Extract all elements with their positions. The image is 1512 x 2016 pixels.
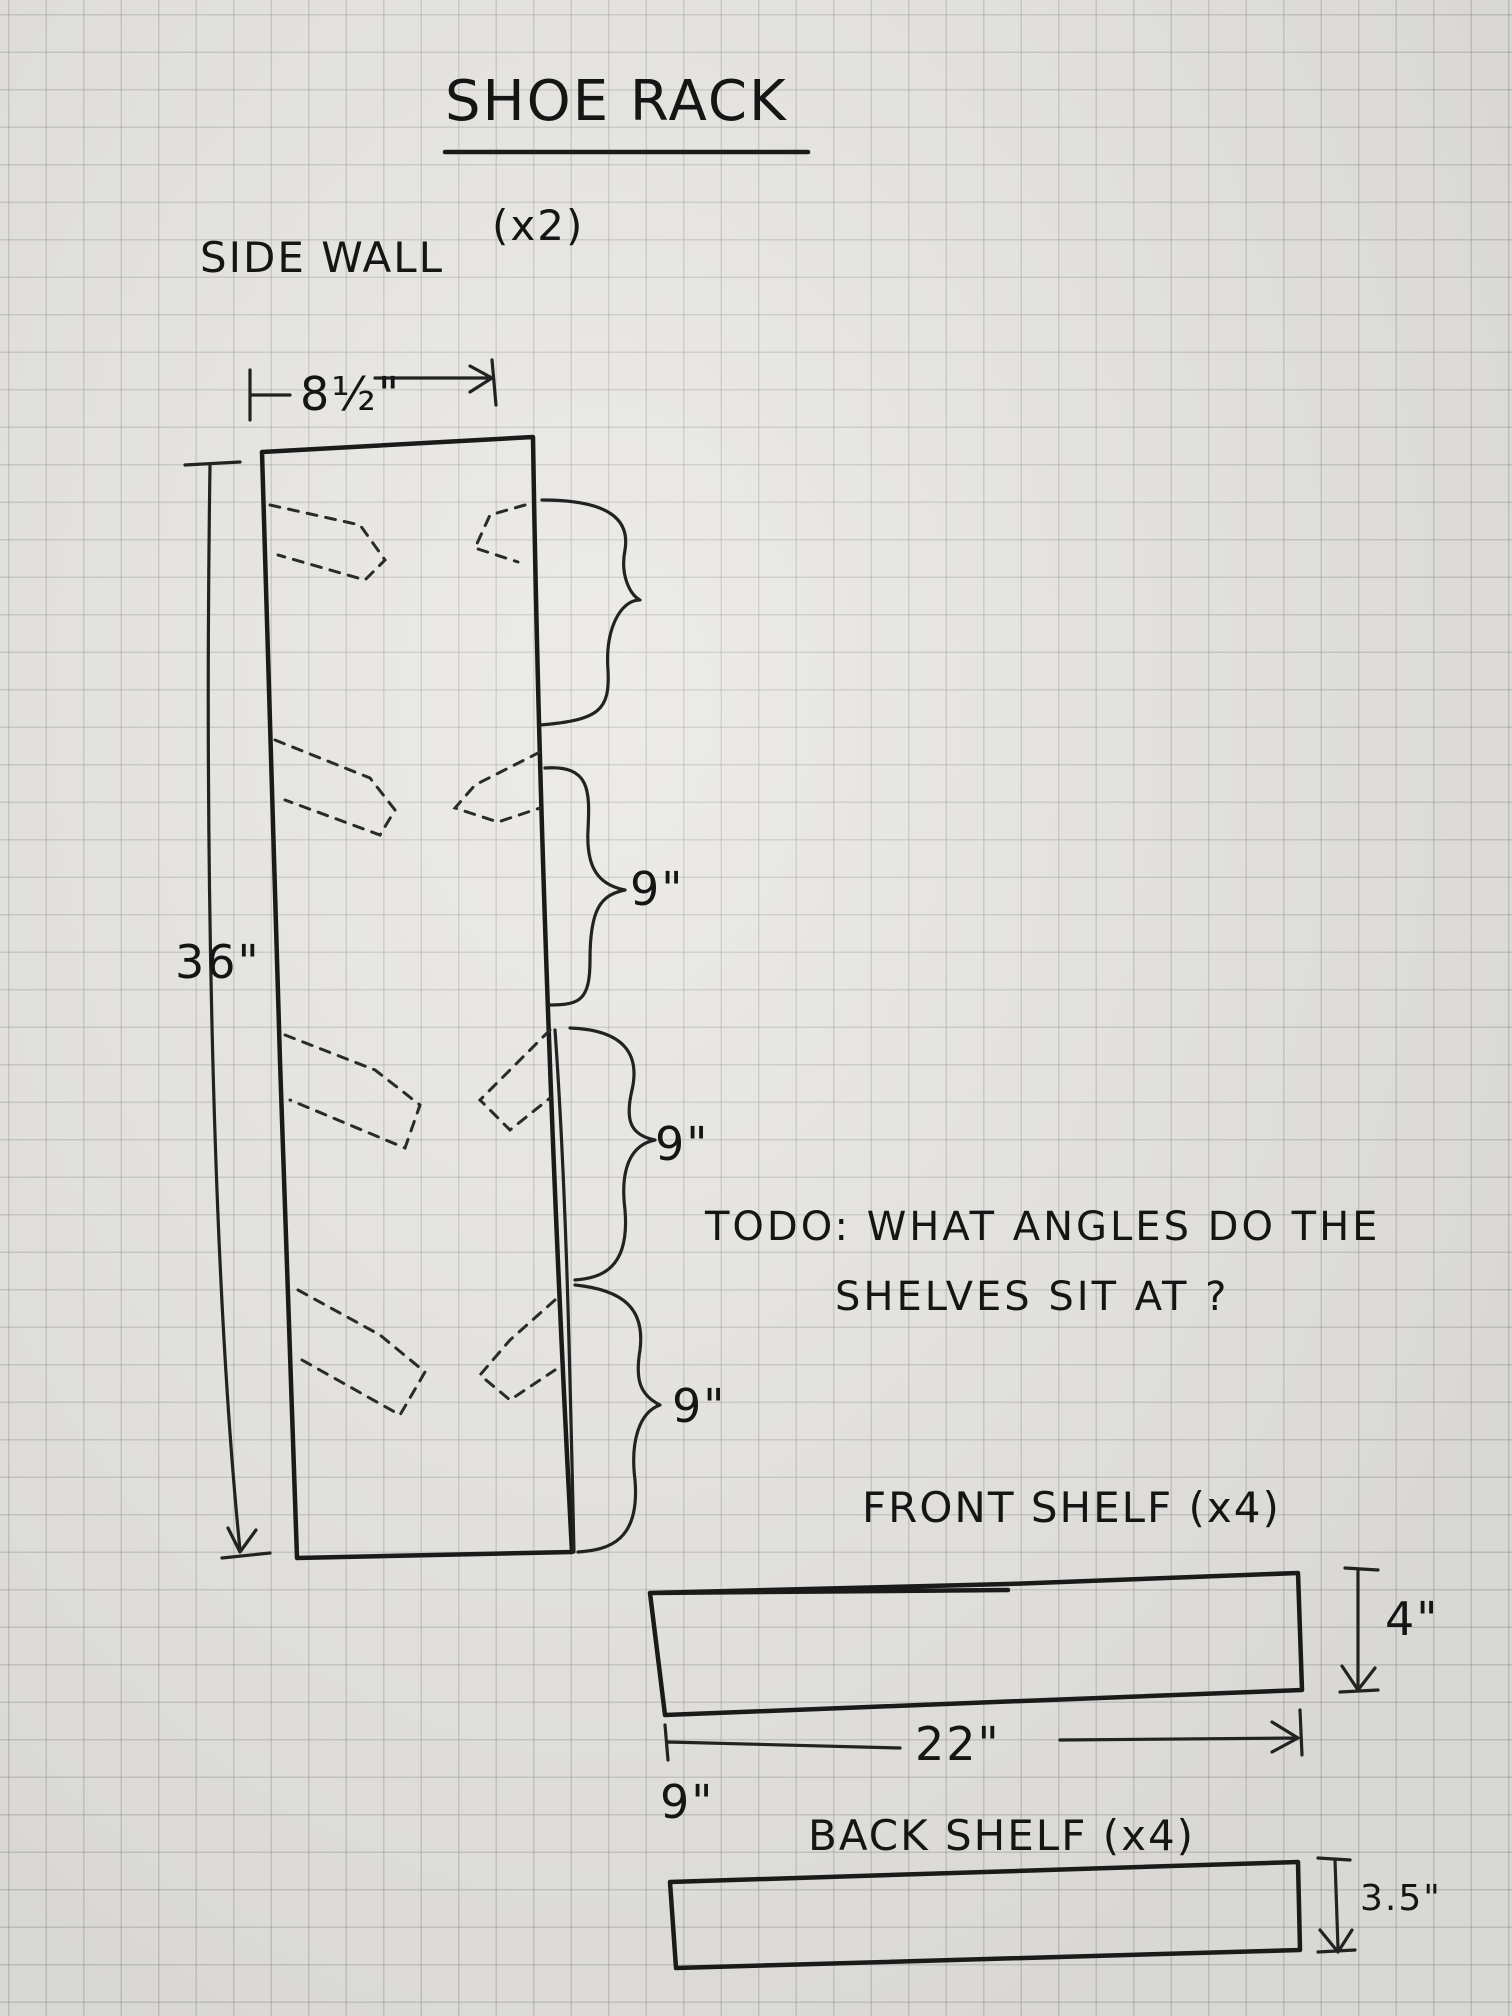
front-shelf-label: FRONT SHELF (x4) xyxy=(862,1483,1281,1532)
shelf-cut-4 xyxy=(296,1288,557,1418)
spacing-brace-3 xyxy=(568,1026,657,1282)
spacing-brace-1 xyxy=(538,498,642,727)
side-wall-height: 36" xyxy=(175,935,261,989)
front-shelf-height-dim xyxy=(1338,1566,1380,1694)
height-dim-line xyxy=(183,460,272,1560)
shelf-cut-2 xyxy=(273,738,542,837)
side-wall-width: 8½" xyxy=(300,367,401,421)
spacing-brace-4 xyxy=(573,1283,662,1554)
sketch-title: SHOE RACK xyxy=(445,69,788,134)
back-shelf-board xyxy=(667,1859,1303,1971)
back-shelf-height: 3.5" xyxy=(1360,1878,1442,1919)
front-shelf-length: 22" xyxy=(915,1717,1001,1771)
side-wall-label: SIDE WALL xyxy=(200,233,444,282)
spacing-3: 9" xyxy=(672,1379,726,1433)
side-wall-qty: (x2) xyxy=(492,201,584,250)
side-wall-panel xyxy=(259,434,575,1561)
back-shelf-height-dim xyxy=(1316,1856,1357,1954)
shelf-cut-1 xyxy=(268,503,527,582)
side-wall-edge xyxy=(553,1028,576,1554)
todo-note-line1: TODO: WHAT ANGLES DO THE xyxy=(704,1204,1380,1250)
width-dim-left xyxy=(248,368,292,422)
width-dim-right xyxy=(373,358,498,407)
back-shelf-label: BACK SHELF (x4) xyxy=(808,1811,1195,1860)
spacing-2: 9" xyxy=(655,1117,709,1171)
front-shelf-board xyxy=(647,1570,1305,1718)
front-shelf-extra: 9" xyxy=(660,1775,714,1829)
shelf-cut-3 xyxy=(283,1028,552,1150)
front-shelf-length-dim xyxy=(663,1708,1304,1762)
spacing-1: 9" xyxy=(630,862,684,916)
spacing-brace-2 xyxy=(543,766,627,1007)
front-shelf-height: 4" xyxy=(1385,1592,1439,1646)
todo-note-line2: SHELVES SIT AT ? xyxy=(835,1274,1229,1320)
